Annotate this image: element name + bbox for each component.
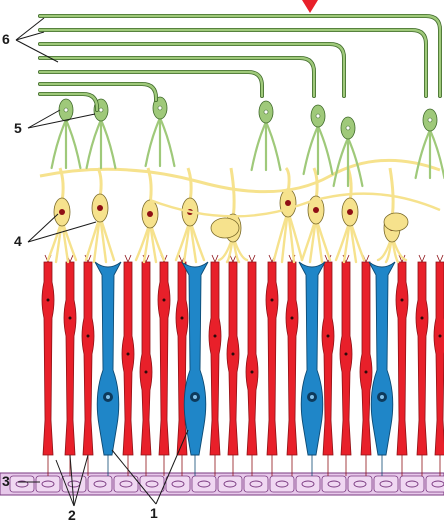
horizontal-processes <box>39 158 441 239</box>
epithelium-cell <box>425 475 444 493</box>
epithelium-nucleus <box>197 480 211 488</box>
epithelium-nucleus <box>275 480 289 488</box>
rod-cell <box>359 254 373 476</box>
leader-line <box>27 109 61 129</box>
leader-line <box>73 454 89 507</box>
epithelium-nucleus <box>431 480 444 488</box>
ganglion-cell <box>85 98 117 170</box>
leader-line <box>27 221 97 243</box>
epithelium-cell <box>35 475 61 493</box>
leader-line <box>27 213 59 243</box>
epithelium-nucleus <box>223 480 237 488</box>
epithelium-nucleus <box>171 480 185 488</box>
epithelium-cell <box>347 475 373 493</box>
ganglion-cell <box>302 104 334 176</box>
epithelium-nucleus <box>379 480 393 488</box>
rod-cell <box>339 254 353 476</box>
cone-cell <box>298 261 326 476</box>
rod-cell <box>139 254 153 476</box>
leader-line <box>15 31 45 41</box>
rod-cell <box>395 254 409 476</box>
ganglion-cell <box>250 100 282 172</box>
rod-cell <box>81 254 95 476</box>
bipolar-cells <box>39 158 441 264</box>
epithelium-cell <box>61 475 87 493</box>
rod-cell <box>265 254 279 476</box>
epithelium-cell <box>113 475 139 493</box>
epithelium-cell <box>217 475 243 493</box>
rod-cell <box>41 254 55 476</box>
down-arrow-icon <box>302 0 318 13</box>
epithelium-cell <box>243 475 269 493</box>
nerve-fiber <box>38 28 428 98</box>
bipolar-cell <box>46 167 78 264</box>
rod-cell <box>63 254 77 476</box>
epithelium-cell <box>191 475 217 493</box>
rod-cell <box>433 254 444 476</box>
epithelium-cell <box>269 475 295 493</box>
epithelium-nucleus <box>119 480 133 488</box>
rod-cell <box>285 254 299 476</box>
bipolar-cell <box>334 167 366 264</box>
rod-cells <box>41 254 444 476</box>
epithelium-cell <box>9 475 35 493</box>
leader-lines <box>15 17 189 507</box>
epithelium-nucleus <box>145 480 159 488</box>
epithelium-nucleus <box>15 480 29 488</box>
epithelium-nucleus <box>353 480 367 488</box>
pigment-epithelium-layer <box>0 472 444 496</box>
epithelium-cell <box>321 475 347 493</box>
leader-line <box>155 429 189 505</box>
rod-cell <box>245 254 259 476</box>
label-1: 1 <box>150 505 158 521</box>
label-2: 2 <box>68 507 76 523</box>
rod-cell <box>415 254 429 476</box>
optic-nerve-fibers <box>38 14 442 112</box>
leader-line <box>55 459 75 507</box>
leader-line <box>111 449 157 505</box>
ganglion-cell <box>332 116 364 188</box>
leader-line <box>69 454 75 507</box>
rod-cell <box>226 254 240 476</box>
rod-cell <box>321 254 335 476</box>
epithelium-cell <box>165 475 191 493</box>
epithelium-nucleus <box>301 480 315 488</box>
epithelium-nucleus <box>405 480 419 488</box>
cone-cell <box>94 261 122 476</box>
epithelium-nucleus <box>249 480 263 488</box>
rod-cell <box>208 254 222 476</box>
epithelium-nucleus <box>93 480 107 488</box>
label-6: 6 <box>2 31 10 47</box>
leader-line <box>15 17 45 41</box>
epithelium-cell <box>295 475 321 493</box>
ganglion-cell <box>144 96 176 168</box>
epithelium-cell <box>399 475 425 493</box>
epithelium-cell <box>139 475 165 493</box>
cone-cell <box>181 261 209 476</box>
label-5: 5 <box>14 120 22 136</box>
ganglion-cells <box>50 96 444 188</box>
rod-cell <box>157 254 171 476</box>
ganglion-cell <box>50 98 82 170</box>
epithelium-nucleus <box>327 480 341 488</box>
bipolar-cell <box>84 167 116 264</box>
epithelium-cell <box>87 475 113 493</box>
bipolar-cell <box>272 166 304 264</box>
epithelium-nucleus <box>41 480 55 488</box>
cone-cell <box>368 261 396 476</box>
leader-line <box>15 39 59 63</box>
cone-cells <box>94 261 396 476</box>
rod-cell <box>121 254 135 476</box>
label-3: 3 <box>2 473 10 489</box>
bipolar-cell <box>134 167 166 264</box>
label-4: 4 <box>14 233 22 249</box>
leader-line <box>27 113 96 129</box>
nerve-fiber <box>38 56 316 98</box>
epithelium-cell <box>373 475 399 493</box>
ganglion-cell <box>414 108 444 180</box>
